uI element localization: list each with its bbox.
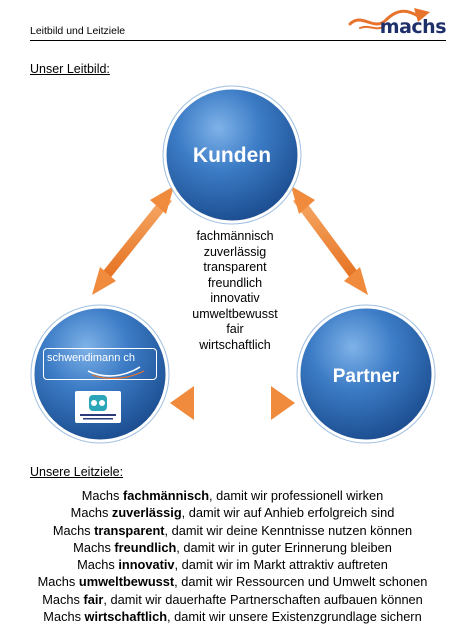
leitziel-rest: , damit wir auf Anhieb erfolgreich sind	[181, 505, 395, 521]
swoosh-icon	[87, 366, 145, 379]
value-item: wirtschaftlich	[199, 337, 271, 352]
leitziel-prefix: Machs	[77, 557, 119, 573]
company-emblem-icon	[75, 391, 121, 423]
value-item: transparent	[203, 260, 267, 274]
header-title: Leitbild und Leitziele	[30, 25, 126, 37]
logo-text: machs	[379, 16, 447, 38]
leitziel-keyword: freundlich	[114, 539, 177, 555]
leitziel-line: Machs fachmännisch, damit wir profession…	[0, 487, 465, 504]
leitziel-rest: , damit wir im Markt attraktiv auftreten	[174, 557, 388, 573]
leitziel-rest: , damit wir in guter Erinnerung bleiben	[176, 539, 392, 555]
leitziel-keyword: innovativ	[118, 557, 175, 573]
leitziel-rest: , damit wir unsere Existenzgrundlage sic…	[167, 609, 422, 625]
leitziel-keyword: fachmännisch	[122, 488, 210, 503]
leitziel-line: Machs wirtschaftlich, damit wir unsere E…	[0, 608, 465, 625]
schwendimann-logo-text: schwendimann ch	[47, 352, 136, 364]
value-item: fachmännisch	[196, 229, 274, 243]
arrow-left-partner	[170, 386, 295, 420]
leitziel-line: Machs innovativ, damit wir im Markt attr…	[0, 556, 465, 573]
circle-label-kunden: Kunden	[193, 144, 271, 167]
value-item: zuverlässig	[203, 244, 267, 259]
leitziel-line: Machs fair, damit wir dauerhafte Partner…	[0, 591, 465, 608]
machs-logo: machs	[340, 2, 450, 42]
leitziel-keyword: umweltbewusst	[78, 574, 175, 590]
value-item: fair	[226, 322, 244, 336]
leitziel-prefix: Machs	[37, 574, 79, 590]
logo-swoosh-icon	[348, 8, 430, 30]
leitziel-keyword: transparent	[94, 522, 165, 538]
circle-kunden: Kunden	[162, 85, 302, 225]
value-item: umweltbewusst	[192, 306, 278, 321]
schwendimann-logo: schwendimann ch	[43, 348, 157, 380]
circle-partner: Partner	[296, 304, 436, 444]
leitziel-line: Machs transparent, damit wir deine Kennt…	[0, 522, 465, 539]
leitziel-rest: , damit wir dauerhafte Partnerschaften a…	[103, 591, 423, 607]
header-divider	[30, 40, 446, 41]
leitziel-prefix: Machs	[70, 505, 112, 521]
arrow-kunden-partner	[291, 186, 368, 295]
circle-company	[30, 304, 170, 444]
value-item: freundlich	[207, 275, 263, 290]
leitziel-prefix: Machs	[42, 591, 84, 607]
leitziel-keyword: zuverlässig	[111, 505, 182, 521]
leitziel-keyword: fair	[83, 591, 104, 607]
leitziel-prefix: Machs	[52, 522, 95, 538]
circle-label-partner: Partner	[333, 366, 400, 387]
leitziele-list: Machs fachmännisch, damit wir profession…	[0, 487, 465, 625]
leitziele-heading: Unsere Leitziele:	[30, 465, 124, 479]
leitziel-line: Machs zuverlässig, damit wir auf Anhieb …	[0, 504, 465, 521]
value-item: innovativ	[210, 291, 260, 305]
leitziel-line: Machs freundlich, damit wir in guter Eri…	[0, 539, 465, 556]
emblem-shapes-icon	[80, 395, 116, 420]
leitziel-prefix: Machs	[43, 609, 85, 625]
leitziel-line: Machs umweltbewusst, damit wir Ressource…	[0, 573, 465, 590]
leitbild-diagram: Kunden Partner	[30, 85, 436, 444]
leitziel-rest: , damit wir Ressourcen und Umwelt schone…	[174, 574, 428, 590]
leitziel-prefix: Machs	[73, 539, 115, 555]
leitziel-prefix: Machs	[81, 488, 123, 503]
leitbild-heading: Unser Leitbild:	[30, 62, 110, 76]
leitziel-rest: , damit wir deine Kenntnisse nutzen könn…	[164, 522, 413, 538]
leitziel-rest: , damit wir professionell wirken	[209, 488, 384, 503]
arrow-kunden-left	[92, 186, 174, 295]
leitziel-keyword: wirtschaftlich	[84, 609, 168, 625]
